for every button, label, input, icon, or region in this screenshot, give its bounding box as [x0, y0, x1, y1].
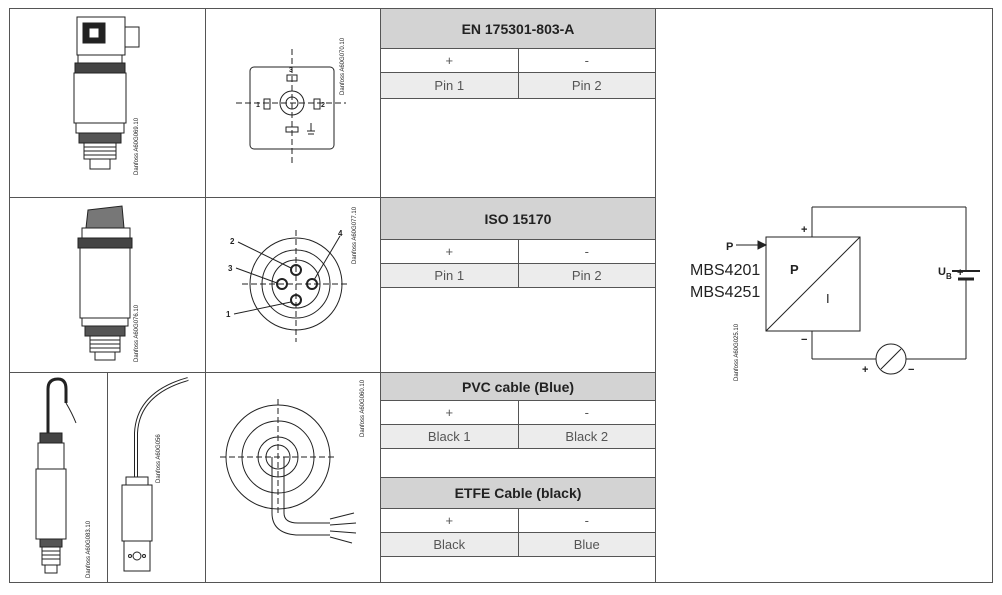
en-minus: - — [517, 49, 656, 72]
drawing-code: Danfoss A60G083.10 — [86, 520, 92, 578]
pvc-plus: + — [445, 405, 454, 420]
etfe-pin-minus: Blue — [517, 533, 655, 556]
en-connector-side-cell: Danfoss A60G069.10 — [9, 8, 206, 198]
drawing-code: Danfoss A60G069.10 — [134, 117, 140, 175]
etfe-polarity-row: + - — [381, 509, 655, 533]
iso-plus: + — [445, 244, 454, 259]
drawing-code: Danfoss A60G056 — [156, 434, 162, 483]
drawing-code: Danfoss A60G076.10 — [134, 304, 140, 362]
iso-connector-face-drawing: 2 3 1 4 Danfoss A60G077.10 — [226, 206, 358, 342]
drawing-code: Danfoss A60G025.10 — [734, 323, 740, 381]
iso-minus: - — [517, 240, 656, 263]
en-pin-2-label: 2 — [321, 102, 325, 109]
iso-table-title: ISO 15170 — [381, 198, 655, 240]
etfe-plus: + — [445, 513, 454, 528]
en-connector-face-drawing: 3 1 2 Danfoss A60G070.10 — [236, 37, 346, 165]
iso-pin-1-label: 1 — [226, 310, 231, 319]
wiring-diagram: P MBS4201 MBS4251 P I + − UB + + − Danfo… — [690, 206, 980, 381]
iso-pin-minus: Pin 2 — [517, 264, 655, 287]
block-i-label: I — [826, 291, 830, 306]
en-plus: + — [445, 53, 454, 68]
iso-connector-face-cell: 2 3 1 4 Danfoss A60G077.10 — [205, 197, 381, 373]
en-table-title: EN 175301-803-A — [381, 9, 655, 49]
pvc-pins-row: Black 1 Black 2 — [381, 425, 655, 449]
en-pin-plus: Pin 1 — [381, 73, 518, 98]
block-p-label: P — [790, 262, 799, 277]
pvc-cable-side-drawing: Danfoss A60G083.10 — [35, 377, 92, 578]
en-pin-minus: Pin 2 — [517, 73, 655, 98]
iso-pin-3-label: 3 — [228, 264, 233, 273]
meter-plus-label: + — [862, 364, 868, 376]
en-pins-row: Pin 1 Pin 2 — [381, 73, 655, 99]
meter-minus-label: − — [908, 364, 914, 376]
drawing-code: Danfoss A60G077.10 — [352, 206, 358, 264]
en-pin-1-label: 1 — [256, 102, 260, 109]
iso-connector-side-cell: Danfoss A60G076.10 — [9, 197, 206, 373]
etfe-pin-plus: Black — [381, 533, 518, 556]
pvc-polarity-row: + - — [381, 401, 655, 425]
iso-pin-plus: Pin 1 — [381, 264, 518, 287]
supply-plus-label: + — [957, 267, 963, 279]
en-connector-side-drawing: Danfoss A60G069.10 — [73, 16, 140, 175]
iso-polarity-row: + - — [381, 240, 655, 264]
drawing-code: Danfoss A60G060.10 — [360, 379, 366, 437]
iso-pin-4-label: 4 — [338, 229, 343, 238]
cable-table: PVC cable (Blue) + - Black 1 Black 2 ETF… — [380, 372, 656, 583]
iso-table: ISO 15170 + - Pin 1 Pin 2 — [380, 197, 656, 373]
iso-pins-row: Pin 1 Pin 2 — [381, 264, 655, 288]
en-polarity-row: + - — [381, 49, 655, 73]
pressure-input-label: P — [726, 241, 733, 253]
supply-label: UB — [938, 266, 952, 281]
etfe-cable-side-cell: Danfoss A60G056 — [107, 372, 206, 583]
en-connector-face-cell: 3 1 2 Danfoss A60G070.10 — [205, 8, 381, 198]
etfe-minus: - — [517, 509, 656, 532]
cable-face-drawing: Danfoss A60G060.10 — [220, 379, 366, 544]
supply-b: B — [946, 272, 952, 281]
cable-face-cell: Danfoss A60G060.10 — [205, 372, 381, 583]
pvc-minus: - — [517, 401, 656, 424]
top-plus-label: + — [801, 224, 807, 236]
drawing-code: Danfoss A60G070.10 — [340, 37, 346, 95]
pvc-table-title: PVC cable (Blue) — [381, 373, 655, 401]
pvc-pin-minus: Black 2 — [517, 425, 655, 448]
model-1-label: MBS4201 — [690, 262, 760, 279]
iso-connector-side-drawing: Danfoss A60G076.10 — [77, 205, 140, 362]
pvc-cable-side-cell: Danfoss A60G083.10 — [9, 372, 108, 583]
etfe-table-title: ETFE Cable (black) — [381, 477, 655, 509]
en-pin-3-label: 3 — [289, 67, 293, 74]
supply-u: U — [938, 266, 946, 278]
etfe-pins-row: Black Blue — [381, 533, 655, 557]
etfe-cable-side-drawing: Danfoss A60G056 — [121, 377, 189, 572]
model-2-label: MBS4251 — [690, 284, 760, 301]
iso-pin-2-label: 2 — [230, 237, 235, 246]
wiring-diagram-cell: P MBS4201 MBS4251 P I + − UB + + − Danfo… — [655, 8, 993, 583]
en-table: EN 175301-803-A + - Pin 1 Pin 2 — [380, 8, 656, 198]
bottom-minus-label: − — [801, 334, 807, 346]
pvc-pin-plus: Black 1 — [381, 425, 518, 448]
